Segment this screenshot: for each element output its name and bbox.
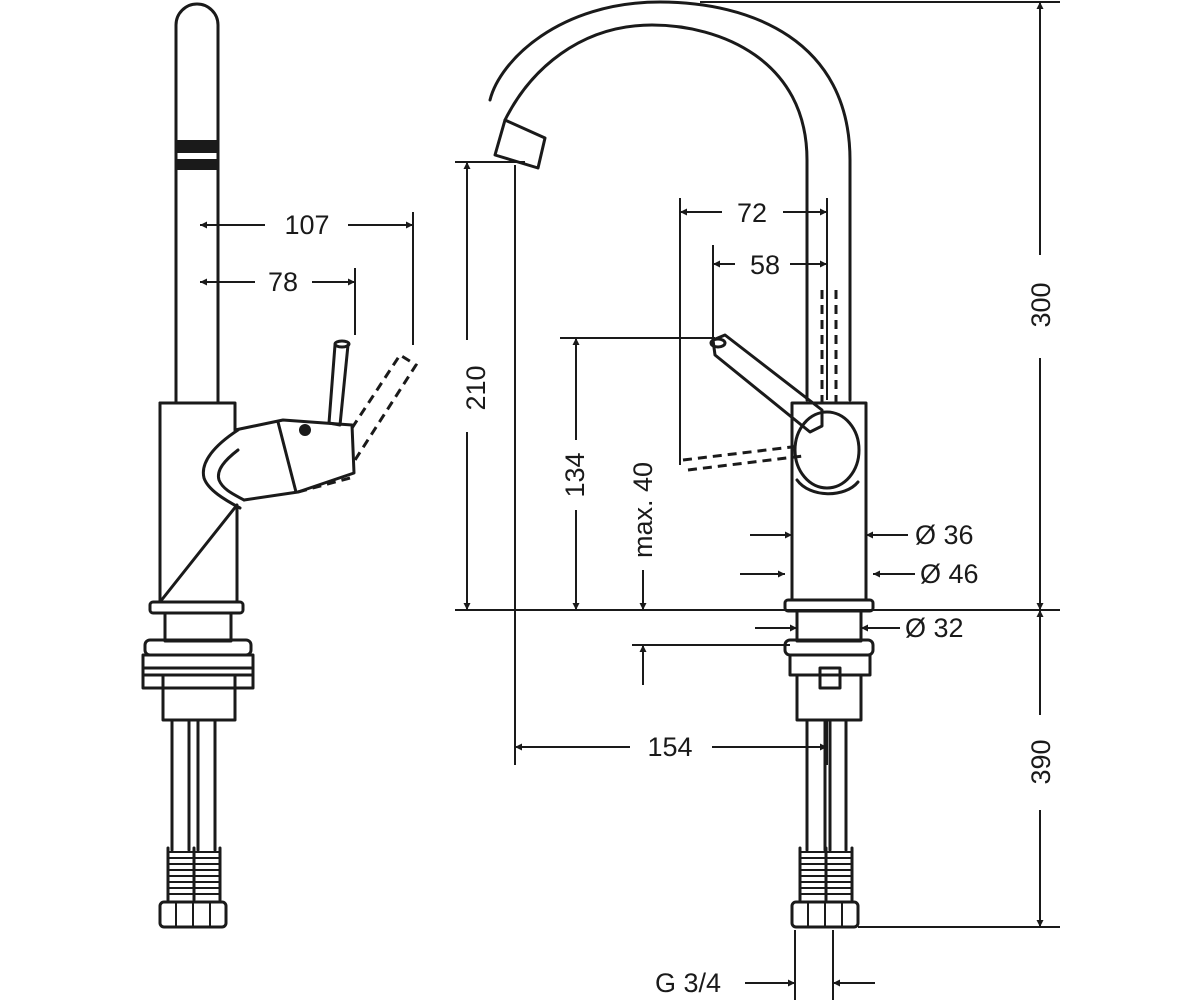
dim-thread-label: G 3/4: [655, 968, 721, 998]
dim-78-label: 78: [268, 267, 298, 297]
dim-d32-label: Ø 32: [905, 613, 964, 643]
dim-d36-label: Ø 36: [915, 520, 974, 550]
dim-134-label: 134: [560, 452, 590, 497]
dim-72-label: 72: [737, 198, 767, 228]
side-view: 107 78: [141, 2, 419, 929]
side-lever: [327, 343, 350, 427]
dim-d46-label: Ø 46: [920, 559, 979, 589]
side-spout-tube: [174, 2, 220, 405]
side-body: [158, 401, 239, 604]
front-hose-crimp: [798, 846, 854, 902]
dim-max40-label: max. 40: [628, 462, 658, 558]
dim-210-label: 210: [461, 365, 491, 410]
side-hose-crimp: [166, 846, 222, 902]
front-hoses: [805, 718, 848, 852]
dim-300-label: 300: [1026, 282, 1056, 327]
side-hoses: [170, 718, 217, 852]
side-lever-housing: [233, 418, 356, 502]
dim-154-label: 154: [647, 732, 692, 762]
dim-107-label: 107: [284, 210, 329, 240]
dim-390-label: 390: [1026, 739, 1056, 784]
front-view: 72 58 210 134 max. 40 300 390 154 Ø 36: [455, 0, 1060, 1000]
front-lever: [711, 333, 824, 434]
front-spout-arc: [503, 23, 809, 402]
aerator-icon: [177, 140, 217, 170]
dim-58-label: 58: [750, 250, 780, 280]
